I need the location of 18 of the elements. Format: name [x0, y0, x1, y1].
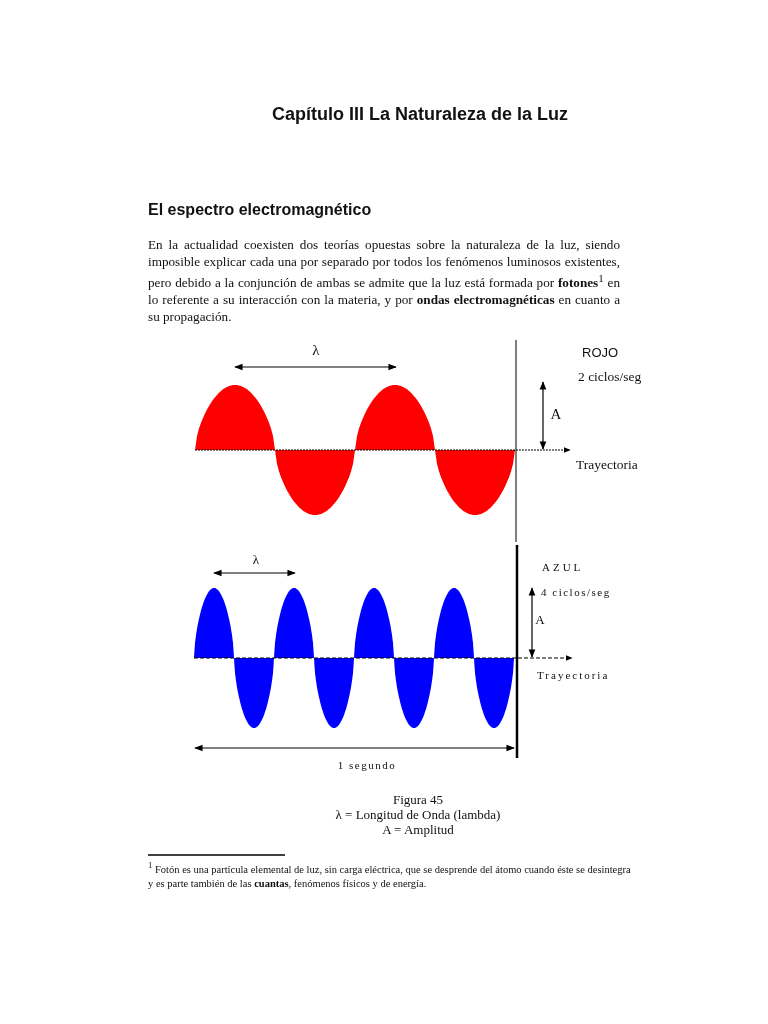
wavelength-symbol: λ — [312, 342, 320, 359]
wavelength-symbol: λ — [252, 552, 260, 568]
section-heading: El espectro electromagnético — [148, 201, 372, 219]
footnote: $^{1}$ Fotón es una partícula elemental de luz, sin carga eléctrica, que se desprende del átomo cuando éste se desintegra y es parte también de las cuantas, fenómenos físicos y de energía. — [148, 859, 632, 891]
wave-color-label: AZUL — [542, 561, 584, 573]
axis-label: Trayectoria — [537, 669, 610, 681]
wave-color-label: ROJO — [582, 345, 619, 360]
figure-caption: Figura 45 — [392, 792, 444, 808]
amplitude-symbol: A — [550, 406, 562, 423]
body-paragraph: En la actualidad coexisten dos teorías opuestas sobre la naturaleza de la luz, siendo imposible explicar cada una por separado por todos los fenómenos luminosos existentes, pero debido a la conjunción de ambas se admite que la luz está formada por fotones$^{1}$ en lo referente a su interacción con la materia, y por ondas electromagnéticas en cuanto a su propagación. — [148, 236, 620, 326]
amplitude-symbol: A — [535, 612, 545, 628]
frequency-label: 4 ciclos/seg — [541, 586, 611, 598]
chapter-title: Capítulo III La Naturaleza de la Luz — [271, 104, 569, 125]
frequency-label: 2 ciclos/seg — [578, 369, 642, 385]
axis-label: Trayectoria — [576, 457, 638, 473]
legend-note: λ = Longitud de Onda (lambda) — [335, 807, 501, 823]
dimension-label: 1 segundo — [337, 759, 397, 771]
legend-note: A = Amplitud — [382, 822, 454, 838]
